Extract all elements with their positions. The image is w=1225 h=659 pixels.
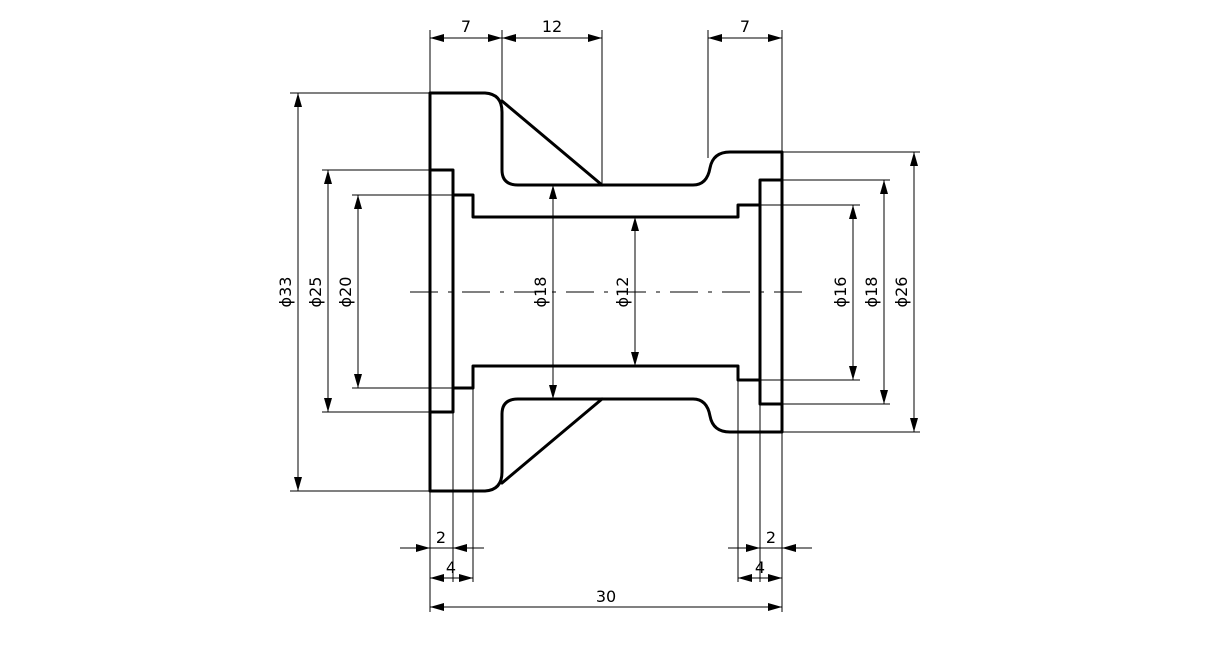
dim-overall-length: 30: [596, 587, 616, 606]
lower-profile: [428, 290, 784, 493]
lower-chamfer: [500, 397, 604, 485]
dim-right-mid: ϕ18: [862, 277, 881, 308]
part-outline: [428, 91, 784, 493]
dim-top-mid: 12: [542, 17, 562, 36]
dimension-lines: [294, 34, 918, 611]
left-counterbore-lower: [428, 364, 784, 414]
dim-left-outer: ϕ33: [276, 277, 295, 308]
dim-right-inner: ϕ16: [831, 277, 850, 308]
dim-top-right: 7: [740, 17, 750, 36]
dim-right-outer: ϕ26: [892, 277, 911, 308]
left-counterbore: [428, 168, 784, 219]
dim-top-left: 7: [461, 17, 471, 36]
dim-left-mid: ϕ25: [306, 277, 325, 308]
upper-chamfer: [500, 99, 604, 187]
dim-left-step-2: 2: [436, 528, 446, 547]
dim-right-step-2: 2: [766, 528, 776, 547]
dim-left-inner: ϕ20: [336, 277, 355, 308]
dim-bore-a: ϕ18: [531, 277, 550, 308]
dim-bore-b: ϕ12: [613, 277, 632, 308]
dim-right-step-4: 4: [755, 558, 765, 577]
dim-left-step-4: 4: [446, 558, 456, 577]
upper-profile: [428, 91, 784, 294]
dimension-texts: 7 12 7 ϕ33 ϕ25 ϕ20 ϕ18 ϕ12 ϕ16 ϕ18 ϕ26 2…: [276, 17, 911, 606]
extension-lines: [290, 30, 920, 612]
